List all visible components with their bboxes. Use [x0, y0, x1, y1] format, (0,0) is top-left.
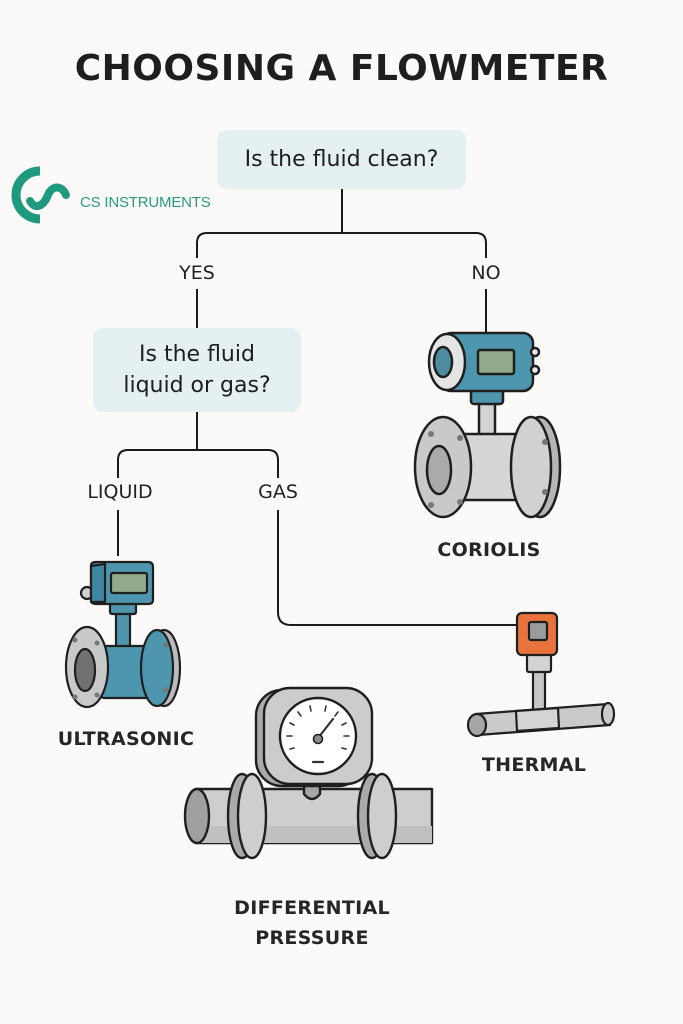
- question-text: Is the fluid liquid or gas?: [123, 342, 271, 398]
- page-title: CHOOSING A FLOWMETER: [74, 48, 609, 89]
- connector-gas-to-thermal: [277, 510, 516, 626]
- brand-name: CS INSTRUMENTS: [80, 194, 211, 211]
- meter-label-line: DIFFERENTIAL: [234, 897, 390, 919]
- meter-label-ultrasonic: ULTRASONIC: [57, 728, 195, 750]
- branch-label-no: NO: [471, 262, 501, 284]
- ultrasonic-meter-icon: [64, 560, 182, 709]
- connector-yes-no-branch: [196, 232, 487, 258]
- meter-label-differential-pressure: DIFFERENTIAL PRESSURE: [234, 893, 390, 953]
- question-liquid-or-gas: Is the fluid liquid or gas?: [93, 328, 301, 412]
- thermal-meter-icon: [466, 611, 616, 738]
- meter-label-coriolis: CORIOLIS: [437, 539, 541, 561]
- question-text: Is the fluid clean?: [244, 147, 439, 172]
- connector-liquid-gas-branch: [117, 449, 279, 478]
- meter-label-thermal: THERMAL: [481, 754, 587, 776]
- branch-label-yes: YES: [179, 262, 215, 284]
- meter-label-line: PRESSURE: [255, 927, 369, 949]
- cs-instruments-logo-icon: [11, 166, 70, 224]
- branch-label-liquid: LIQUID: [87, 481, 153, 503]
- coriolis-meter-icon: [413, 331, 562, 519]
- question-fluid-clean: Is the fluid clean?: [217, 130, 466, 189]
- branch-label-gas: GAS: [258, 481, 298, 503]
- differential-pressure-meter-icon: [183, 686, 434, 860]
